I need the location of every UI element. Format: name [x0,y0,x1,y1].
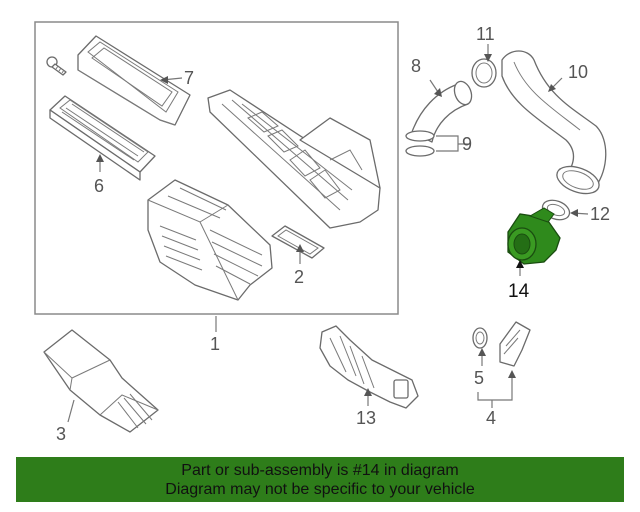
part-9-clamps [405,130,435,157]
callout-2: 2 [294,267,304,287]
part-6-filter [49,95,156,181]
info-banner: Part or sub-assembly is #14 in diagram D… [16,457,624,502]
part-10-hose [501,50,607,195]
callout-8: 8 [411,56,421,76]
leader-arrowheads [96,54,578,396]
lower-housing [147,179,273,301]
callout-1: 1 [210,334,220,354]
callout-11: 11 [476,24,495,44]
assembly-frame [34,21,399,315]
callout-10: 10 [568,62,588,82]
callout-12: 12 [590,204,610,224]
part-8-elbow [411,80,473,143]
part-7-cover [77,35,191,126]
part-4-bracket [499,321,531,367]
part-13-wiring [319,325,419,409]
part-3-duct [43,329,159,433]
banner-line-2: Diagram may not be specific to your vehi… [165,481,475,498]
callout-9: 9 [462,134,472,154]
callout-13: 13 [356,408,376,428]
upper-housing [207,89,381,229]
part-5-grommet [472,327,488,349]
callout-7: 7 [184,68,194,88]
callout-4: 4 [486,408,496,428]
part-11-clamp [471,58,497,88]
callout-3: 3 [56,424,66,444]
part-2-gasket [271,225,325,259]
banner-line-1: Part or sub-assembly is #14 in diagram [181,462,459,479]
callout-14: 14 [508,281,530,302]
callout-6: 6 [94,176,104,196]
screw-part [46,56,67,76]
part-14-sensor [507,207,561,265]
callout-5: 5 [474,368,484,388]
